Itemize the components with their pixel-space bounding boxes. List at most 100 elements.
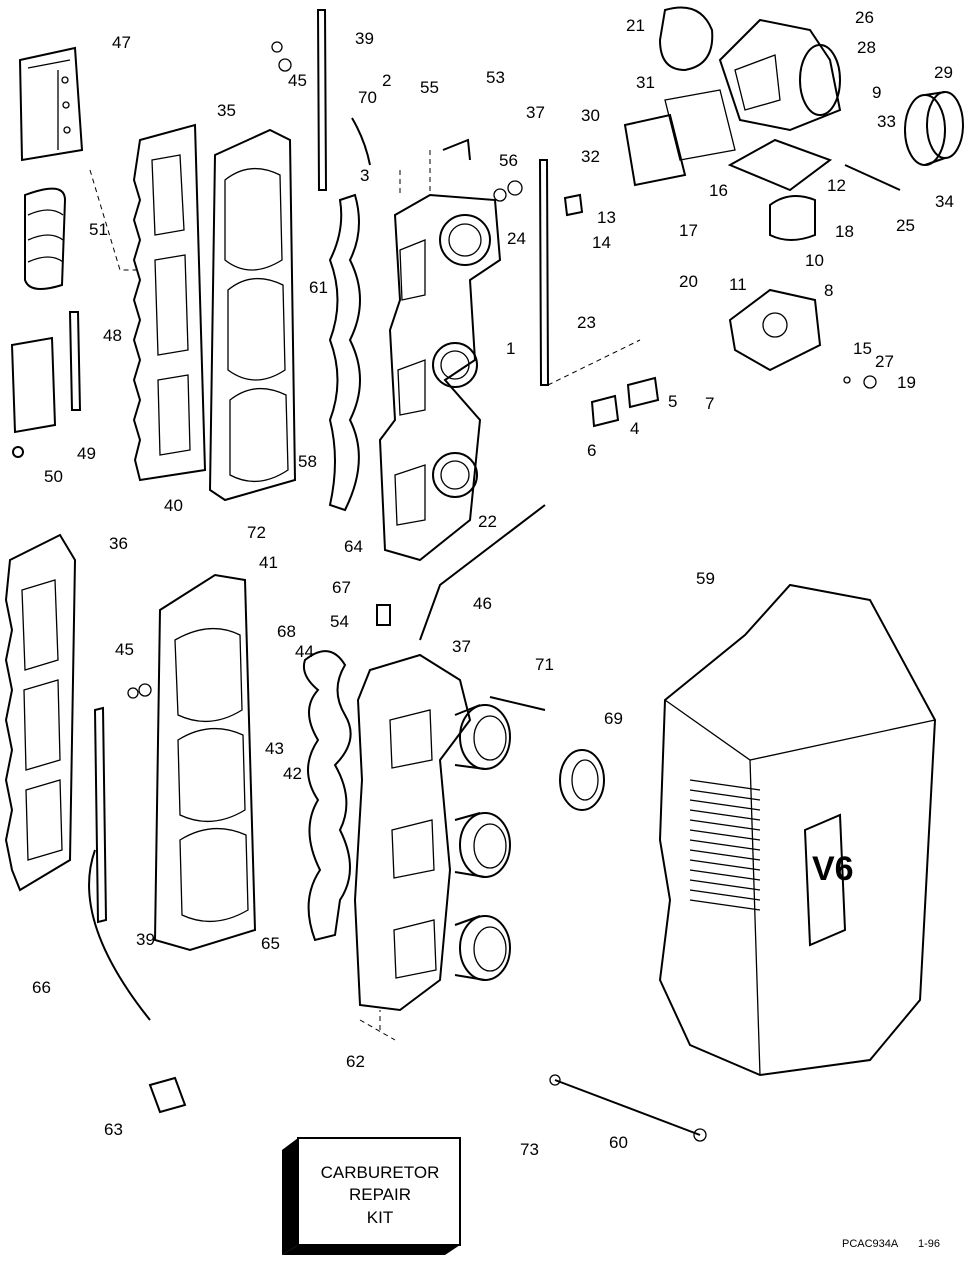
callout-40: 40 — [164, 496, 183, 515]
drawing-date: 1-96 — [918, 1238, 940, 1250]
callout-1: 1 — [506, 339, 515, 358]
callout-71: 71 — [535, 655, 554, 674]
part-64-gasket — [328, 193, 361, 512]
callout-54: 54 — [330, 612, 349, 631]
part-56-bracket — [442, 138, 471, 161]
part-48-strip — [68, 311, 82, 411]
callout-55: 55 — [420, 78, 439, 97]
callout-49: 49 — [77, 444, 96, 463]
part-4-plate — [590, 394, 620, 428]
callout-22: 22 — [478, 512, 497, 531]
callout-4: 4 — [630, 419, 639, 438]
part-29-ring — [904, 91, 964, 166]
part-54-sleeve — [376, 604, 391, 626]
callout-50: 50 — [44, 467, 63, 486]
callout-56: 56 — [499, 151, 518, 170]
callout-45: 45 — [288, 71, 307, 90]
part-25-bolt — [844, 164, 901, 191]
callout-62: 62 — [346, 1052, 365, 1071]
callout-13: 13 — [597, 208, 616, 227]
part-70-hose — [351, 117, 371, 166]
callout-63: 63 — [104, 1120, 123, 1139]
part-39-link-rod — [316, 9, 328, 191]
callout-68: 68 — [277, 622, 296, 641]
callout-72: 72 — [247, 523, 266, 542]
callout-10: 10 — [805, 251, 824, 270]
part-36-gasket — [4, 533, 77, 892]
callout-59: 59 — [696, 569, 715, 588]
callout-42: 42 — [283, 764, 302, 783]
callout-18: 18 — [835, 222, 854, 241]
callout-48: 48 — [103, 326, 122, 345]
part-31-gasket — [664, 89, 736, 161]
callout-66: 66 — [32, 978, 51, 997]
part-49-reed-plate — [10, 336, 57, 434]
part-46-link — [419, 504, 546, 641]
callout-36: 36 — [109, 534, 128, 553]
part-30-cover — [623, 113, 687, 187]
callout-60: 60 — [609, 1133, 628, 1152]
callout-45: 45 — [115, 640, 134, 659]
part-23-link-rod — [538, 159, 550, 386]
callout-19: 19 — [897, 373, 916, 392]
callout-37: 37 — [452, 637, 471, 656]
part-40-intake-manifold — [208, 128, 297, 502]
callout-21: 21 — [626, 16, 645, 35]
callout-47: 47 — [112, 33, 131, 52]
part-63-clip — [148, 1076, 187, 1114]
callout-73: 73 — [520, 1140, 539, 1159]
kit-line-3: KIT — [367, 1208, 393, 1227]
callout-2: 2 — [382, 71, 391, 90]
callout-53: 53 — [486, 68, 505, 87]
callout-25: 25 — [896, 216, 915, 235]
callout-39: 39 — [355, 29, 374, 48]
callout-64: 64 — [344, 537, 363, 556]
callout-44: 44 — [295, 642, 314, 661]
callout-11: 11 — [729, 275, 747, 294]
callout-5: 5 — [668, 392, 677, 411]
part-65-gasket — [302, 650, 352, 942]
callout-67: 67 — [332, 578, 351, 597]
callout-37: 37 — [526, 103, 545, 122]
part-1-carburetor-body — [378, 193, 502, 562]
part-47-cover-plate — [18, 46, 84, 162]
part-51-reed-block — [24, 187, 67, 290]
callout-24: 24 — [507, 229, 526, 248]
part-14-clip — [563, 193, 584, 217]
part-8-float-bowl — [728, 288, 822, 372]
part-50-screw — [12, 446, 24, 458]
callout-20: 20 — [679, 272, 698, 291]
callout-32: 32 — [581, 147, 600, 166]
callout-7: 7 — [705, 394, 714, 413]
part-39-lower-link-rod — [93, 706, 108, 924]
callout-41: 41 — [259, 553, 278, 572]
callout-58: 58 — [298, 452, 317, 471]
part-28-air-silencer-horn — [718, 18, 842, 132]
callout-12: 12 — [827, 176, 846, 195]
part-5-plate — [626, 376, 660, 409]
callout-16: 16 — [709, 181, 728, 200]
callout-14: 14 — [592, 233, 611, 252]
callout-29: 29 — [934, 63, 953, 82]
part-59-engine-cover: V6 — [658, 583, 937, 1077]
callout-39: 39 — [136, 930, 155, 949]
part-60-rod — [554, 1079, 701, 1136]
kit-line-1: CARBURETOR — [321, 1163, 440, 1182]
callout-33: 33 — [877, 112, 896, 131]
part-carburetor-assembly — [353, 653, 511, 1012]
callout-8: 8 — [824, 281, 833, 300]
callout-26: 26 — [855, 8, 874, 27]
callout-30: 30 — [581, 106, 600, 125]
callout-23: 23 — [577, 313, 596, 332]
part-16-gasket — [727, 138, 833, 192]
part-66-hose — [88, 849, 151, 1021]
part-18-float — [769, 195, 816, 241]
callout-15: 15 — [853, 339, 872, 358]
callout-34: 34 — [935, 192, 954, 211]
callout-27: 27 — [875, 352, 894, 371]
part-71-bolt — [489, 696, 546, 711]
callout-3: 3 — [360, 166, 369, 185]
